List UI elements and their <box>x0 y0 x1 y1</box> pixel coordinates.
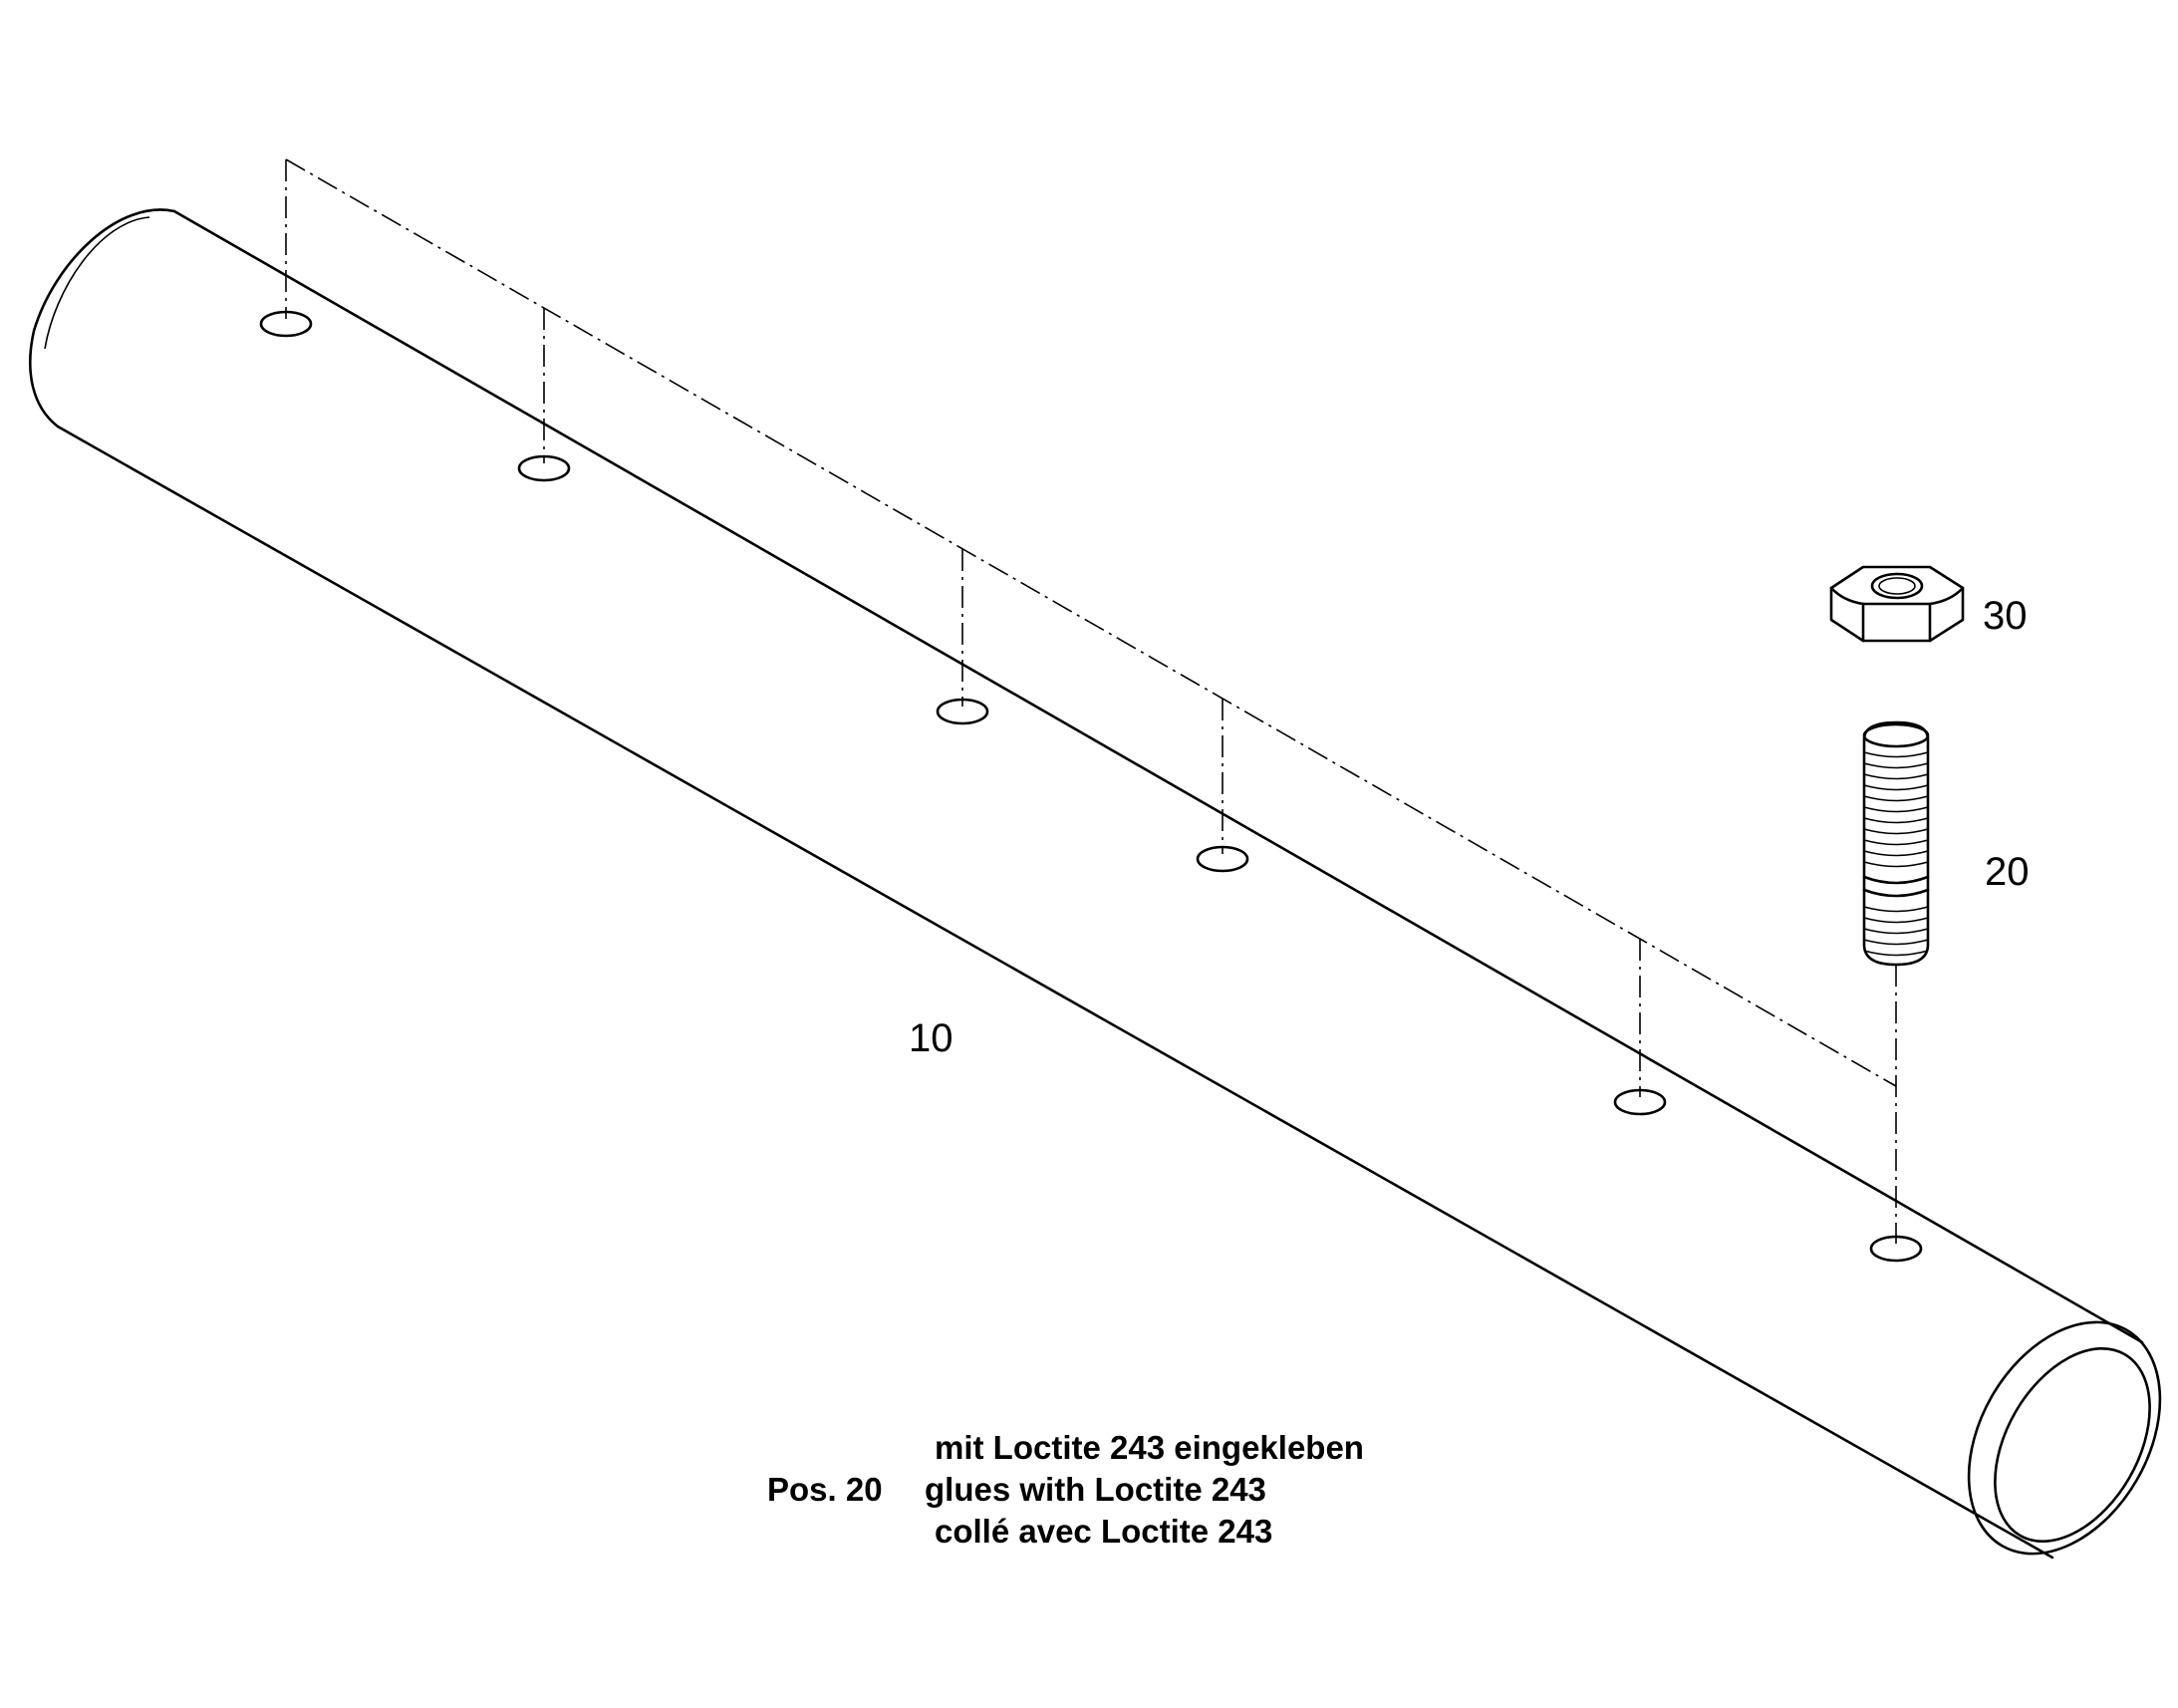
stud-collar <box>1862 875 1930 898</box>
callout-shaft: 10 <box>909 1016 953 1060</box>
shaft <box>28 208 2162 1560</box>
stud-threads-lower <box>1863 906 1929 957</box>
stud-top <box>1862 722 1930 748</box>
nut-top-face <box>1829 586 1965 606</box>
shaft-right-end-outer <box>1967 1320 2162 1556</box>
stud-threads-upper <box>1863 751 1929 868</box>
shaft-top-edge <box>172 209 2144 1344</box>
hex-nut <box>1829 565 1965 643</box>
callout-nut: 30 <box>1983 594 2028 638</box>
stud-body <box>1862 720 1930 967</box>
shaft-holes <box>259 310 1923 1263</box>
stud <box>1862 720 1930 967</box>
note-line-en: glues with Loctite 243 <box>925 1471 1266 1508</box>
assembly-center-lines <box>285 158 1897 1244</box>
shaft-right-end-inner <box>1994 1346 2151 1544</box>
note-line-fr: collé avec Loctite 243 <box>935 1513 1273 1550</box>
note-position-ref: Pos. 20 <box>767 1471 883 1508</box>
shaft-bottom-edge <box>56 425 2054 1560</box>
shaft-left-end <box>28 208 176 428</box>
callout-stud: 20 <box>1985 850 2030 894</box>
note-line-de: mit Loctite 243 eingekleben <box>935 1429 1364 1466</box>
center-line-diagonal <box>285 158 1897 1087</box>
shaft-left-end-inner <box>44 216 150 350</box>
nut-thread <box>1878 577 1916 595</box>
nut-bore <box>1870 572 1924 600</box>
